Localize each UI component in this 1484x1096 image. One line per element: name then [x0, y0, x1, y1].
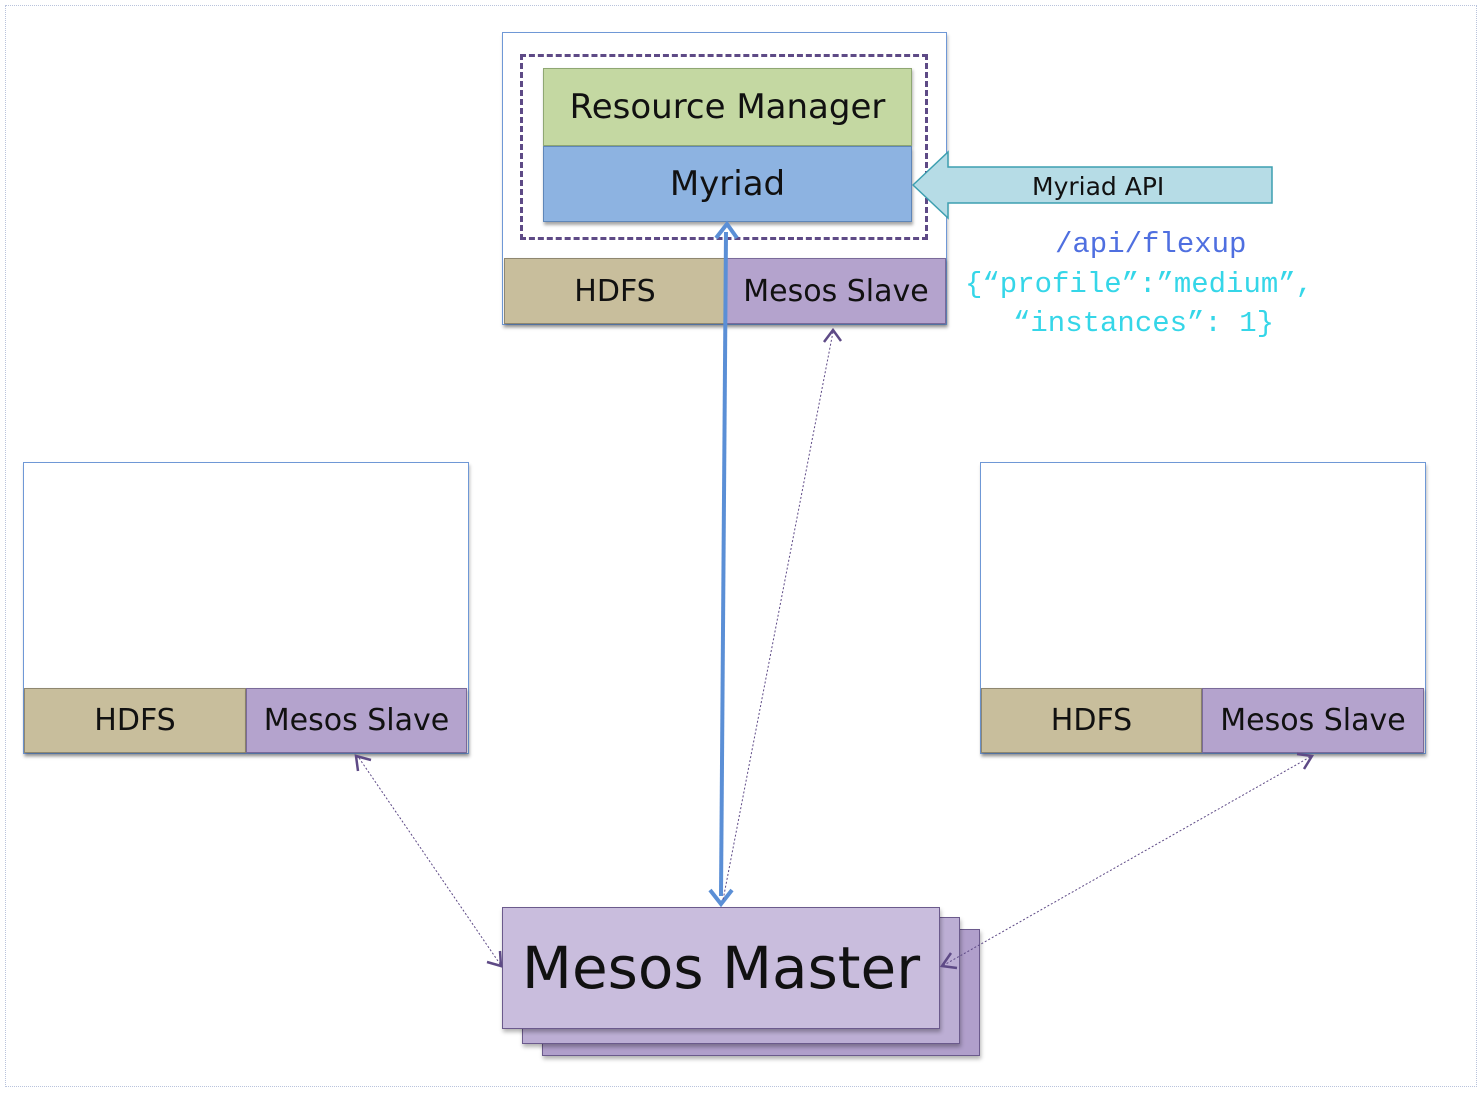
left-slave-master-link — [358, 757, 501, 965]
left-mesos-slave-label: Mesos Slave — [263, 703, 450, 738]
top-hdfs-label: HDFS — [574, 273, 656, 309]
left-slave-arrowhead — [354, 754, 372, 772]
master-link-arrowhead — [708, 888, 734, 908]
myriad-label: Myriad — [669, 164, 786, 204]
myriad-link-arrowhead — [714, 220, 739, 240]
top-slave-master-link — [722, 331, 834, 901]
top-slave-arrowhead — [823, 327, 843, 343]
left-mesos-slave-box: Mesos Slave — [246, 688, 467, 753]
diagram-canvas — [5, 5, 1477, 1087]
myriad-api-arrow — [911, 150, 1273, 220]
right-mesos-slave-label: Mesos Slave — [1220, 703, 1406, 738]
resource-manager-label: Resource Manager — [569, 87, 886, 127]
top-mesos-slave-label: Mesos Slave — [743, 273, 929, 309]
left-hdfs-box: HDFS — [24, 688, 246, 753]
right-slave-arrowhead — [1296, 752, 1315, 770]
left-hdfs-label: HDFS — [94, 703, 176, 738]
right-slave-master-link — [943, 756, 1311, 966]
api-request-body-line1: {“profile”:”medium”, — [965, 268, 1314, 301]
right-mesos-slave-box: Mesos Slave — [1202, 688, 1424, 753]
top-mesos-slave-box: Mesos Slave — [726, 258, 946, 324]
api-request-body-line2: “instances”: 1} — [1013, 307, 1275, 340]
mesos-master-box: Mesos Master — [502, 907, 940, 1029]
top-hdfs-box: HDFS — [504, 258, 726, 324]
api-endpoint-text: /api/flexup — [1055, 228, 1247, 261]
right-hdfs-box: HDFS — [981, 688, 1202, 753]
myriad-api-label: Myriad API — [1032, 172, 1165, 201]
mesos-master-label: Mesos Master — [521, 934, 921, 1002]
left-master-arrowhead — [486, 950, 503, 968]
right-master-arrowhead — [939, 952, 958, 970]
resource-manager-box: Resource Manager — [543, 68, 912, 146]
myriad-box: Myriad — [543, 146, 912, 222]
myriad-master-link — [719, 231, 728, 897]
right-hdfs-label: HDFS — [1050, 703, 1133, 738]
